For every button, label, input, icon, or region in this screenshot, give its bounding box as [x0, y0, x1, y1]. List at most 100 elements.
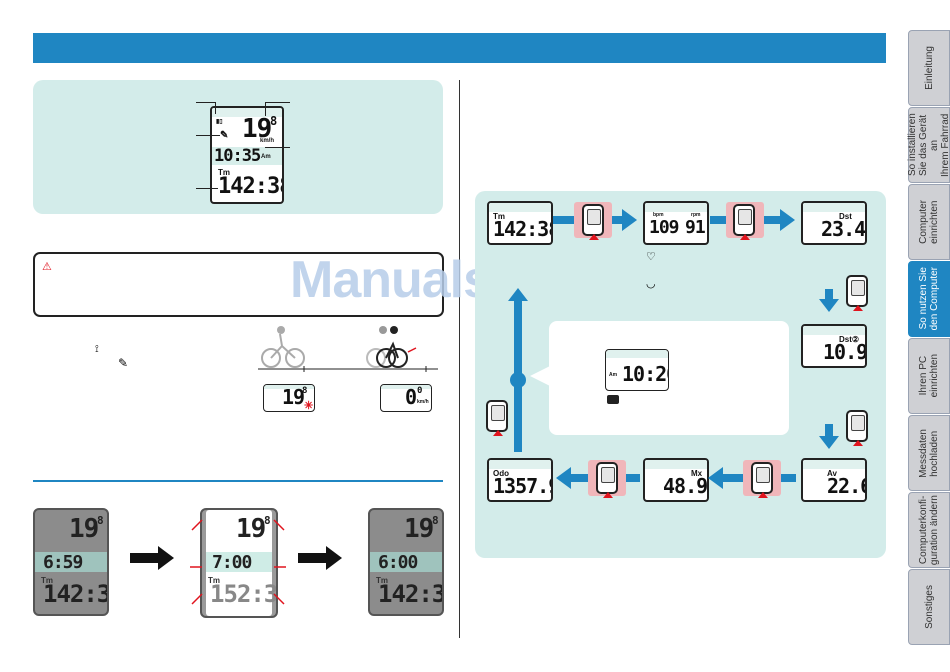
flow-lcd-mx: Mx 48.9 — [643, 458, 709, 502]
after-value: 142:38 — [378, 580, 444, 608]
during-clock: 7:00 — [212, 552, 252, 573]
leader-line — [196, 188, 218, 189]
heart-icon: ♡ — [646, 251, 656, 263]
warning-icon: ⚠ — [42, 261, 52, 273]
arrow-right-icon — [298, 553, 328, 563]
warning-box: ⚠ — [33, 252, 444, 317]
hr-value-right: 91 — [685, 217, 706, 238]
stopped-speed: 0 — [405, 385, 417, 409]
during-speed-dec: 8 — [264, 514, 271, 527]
tab-pc-einrichten[interactable]: Ihren PC einrichten — [908, 338, 950, 414]
lcd-during: 19 8 7:00 Tm 152:38 — [200, 508, 278, 618]
before-value: 142:38 — [43, 580, 109, 608]
moving-speed-dec: 8 — [302, 386, 308, 396]
device-button-icon[interactable] — [846, 410, 868, 446]
tab-konfiguration[interactable]: Computerkonfi- guration ändern — [908, 492, 950, 568]
arrow-right-icon — [780, 209, 795, 231]
hr-label-right: rpm — [691, 212, 701, 218]
tab-computer-einrichten[interactable]: Computer einrichten — [908, 184, 950, 260]
tab-label: So nutzen Sie den Computer — [918, 267, 940, 331]
callout-am: Am — [609, 372, 618, 378]
tab-label: Messdaten hochladen — [918, 428, 940, 478]
before-mode: Tm — [41, 576, 53, 585]
flow-lcd-tm: Tm 142:38 — [487, 201, 553, 245]
diagram-mode: Tm — [218, 168, 230, 177]
branch-dot — [510, 372, 526, 388]
cadence-icon: ◡ — [646, 278, 656, 290]
arrow-left-icon — [708, 467, 723, 489]
hr-value-left: 109 — [649, 217, 679, 238]
arrow-right-icon — [130, 553, 160, 563]
diagram-speed: 19 — [242, 114, 272, 144]
clock-set-icon — [607, 395, 619, 404]
stopped-speed-dec: 0 — [417, 386, 423, 396]
leader-line — [265, 102, 266, 116]
av-value: 22.6 — [827, 474, 867, 498]
mx-label: Mx — [691, 469, 703, 478]
odo-value: 1357.9 — [493, 474, 553, 498]
dst-value: 23.45 — [821, 217, 866, 241]
arrow-down-icon — [825, 424, 833, 438]
arrow-left-icon — [556, 467, 571, 489]
arrow-right-icon — [622, 209, 637, 231]
callout-tail — [530, 365, 552, 387]
after-speed-dec: 8 — [432, 514, 439, 527]
dst2-value: 10.91 — [823, 340, 867, 364]
tab-label: Computer einrichten — [918, 200, 940, 244]
column-divider — [459, 80, 460, 638]
moving-speed: 19 — [282, 385, 305, 409]
after-clock: 6:00 — [378, 552, 418, 573]
tab-label: Computerkonfi- guration ändern — [918, 494, 940, 566]
sensor-icon: ✎ — [220, 130, 229, 141]
callout-box — [549, 321, 789, 435]
flow-lcd-dst: Dst 23.45 — [801, 201, 867, 245]
lcd-after: 19 8 6:00 Tm 142:38 — [368, 508, 444, 616]
arrow-down-icon — [819, 299, 839, 312]
tab-messdaten[interactable]: Messdaten hochladen — [908, 415, 950, 491]
leader-line — [265, 147, 290, 148]
tm-value: 142:38 — [493, 217, 553, 241]
during-speed: 19 — [236, 514, 266, 544]
diagram-speed-dec: 8 — [270, 114, 277, 128]
leader-line — [196, 135, 220, 136]
blink-icon: ✳ — [304, 400, 314, 412]
callout-clock: 10:20 — [622, 362, 668, 386]
lcd-before: 19 8 6:59 Tm 142:38 — [33, 508, 109, 616]
tab-label: So installieren Sie das Gerät an Ihrem F… — [907, 113, 950, 177]
device-button-icon[interactable] — [846, 275, 868, 311]
section-rule — [33, 480, 443, 482]
callout-lcd: Am 10:20 — [605, 349, 669, 391]
signal-icon: ⟟ — [95, 344, 99, 355]
device-button-icon[interactable] — [733, 204, 755, 240]
display-diagram-panel: ▮▯ ✎ 19 8 km/h 10:35 Am Tm 142:38 — [33, 80, 443, 214]
mx-value: 48.9 — [663, 474, 708, 498]
device-button-icon[interactable] — [596, 462, 618, 498]
tab-installieren[interactable]: So installieren Sie das Gerät an Ihrem F… — [907, 107, 950, 183]
diagram-clock: 10:35 — [214, 146, 261, 166]
blink-marks — [190, 519, 286, 605]
sensor-icon: ✎ — [118, 356, 129, 370]
tm-label: Tm — [493, 212, 505, 221]
tab-sonstiges[interactable]: Sonstiges — [908, 569, 950, 645]
flow-lcd-dst2: Dst② 10.91 — [801, 324, 867, 368]
tab-einleitung[interactable]: Einleitung — [908, 30, 950, 106]
flow-lcd-av: Av 22.6 — [801, 458, 867, 502]
hr-label-left: bpm — [653, 212, 664, 218]
moving-lcd: 19 8 ✳ — [263, 384, 315, 412]
during-mode: Tm — [208, 576, 220, 585]
device-button-icon[interactable] — [582, 204, 604, 240]
tab-label: Sonstiges — [923, 585, 935, 629]
device-button-icon[interactable] — [751, 462, 773, 498]
device-button-icon[interactable] — [486, 400, 508, 436]
dst-label: Dst — [839, 212, 852, 221]
stopped-lcd: 0 0 km/h — [380, 384, 432, 412]
diagram-lcd: ▮▯ ✎ 19 8 km/h 10:35 Am Tm 142:38 — [210, 106, 284, 204]
flow-lcd-odo: Odo 1357.9 — [487, 458, 553, 502]
leader-line — [265, 102, 290, 103]
before-speed: 19 — [69, 514, 99, 544]
av-label: Av — [827, 469, 837, 478]
dst2-label: Dst② — [839, 335, 860, 344]
tab-computer-nutzen[interactable]: So nutzen Sie den Computer — [908, 261, 950, 337]
leader-line — [196, 102, 216, 103]
before-speed-dec: 8 — [97, 514, 104, 527]
